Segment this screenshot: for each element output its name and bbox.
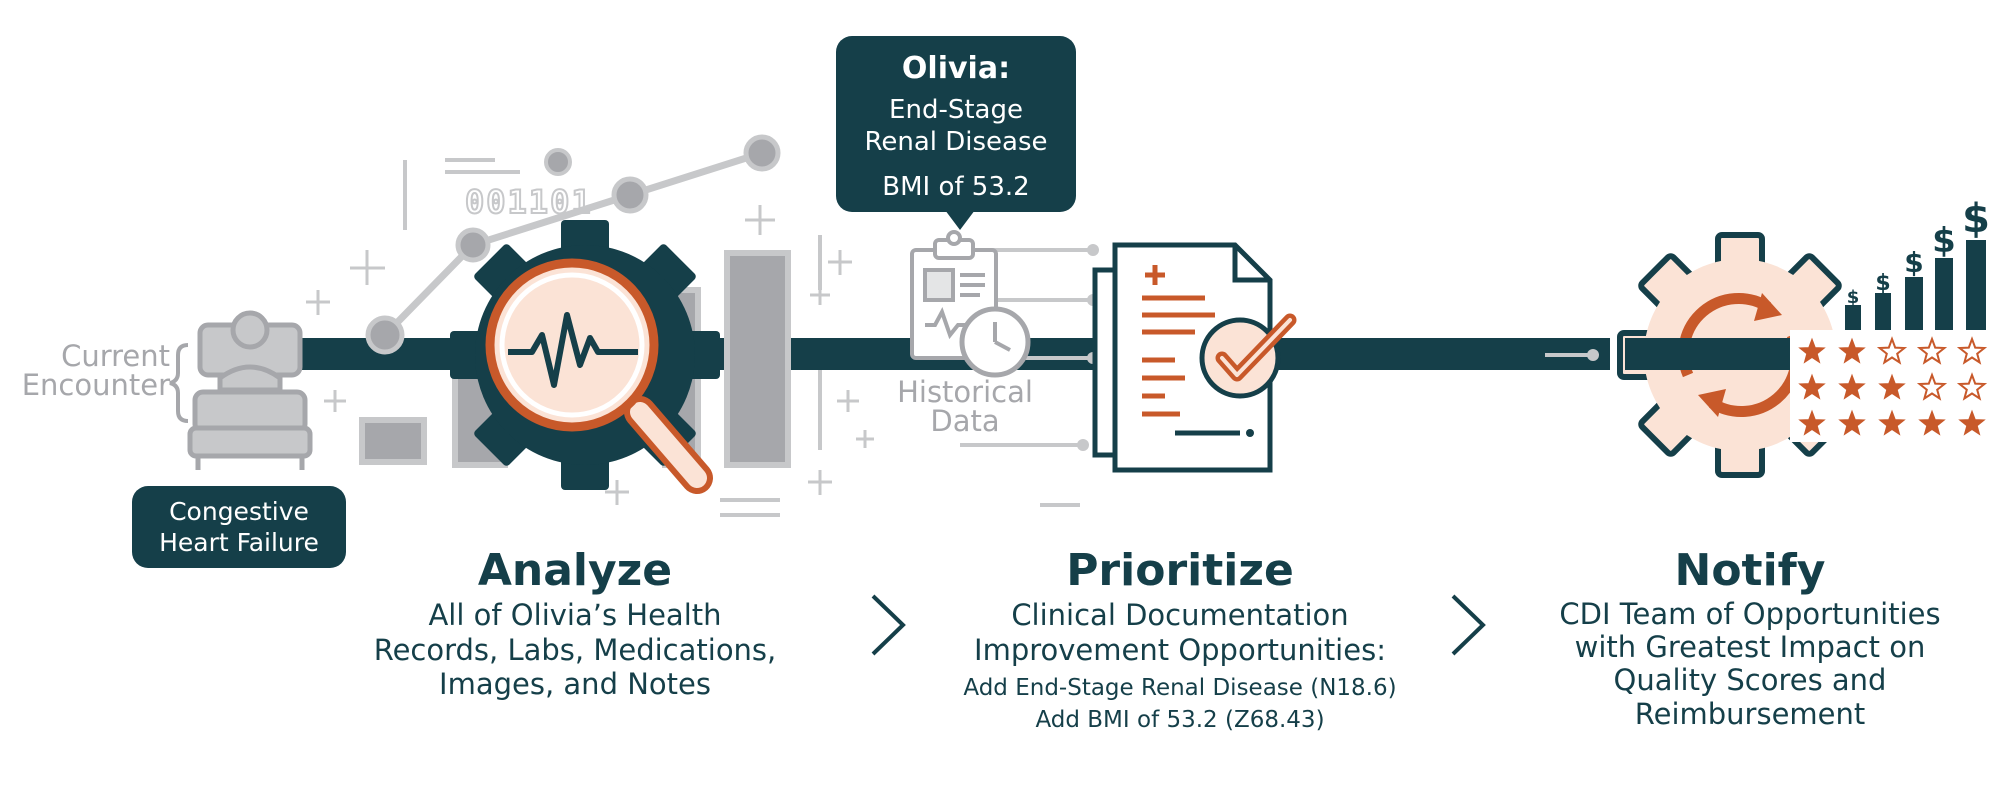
patient-condition-line-1: End-Stage [889,94,1023,125]
clock-icon [959,306,1031,378]
star-empty-icon [1956,336,1988,365]
star-filled-icon [1878,373,1906,400]
chevron-right-icon [871,594,906,656]
diagnosis-pill: Congestive Heart Failure [132,486,346,568]
step-notify-line-2: with Greatest Impact on [1574,630,1926,665]
star-rating-grid [1790,330,2000,442]
patient-name: Olivia: [901,51,1011,86]
star-empty-icon [1876,336,1908,365]
patient-info-bubble: Olivia: End-Stage Renal Disease BMI of 5… [836,36,1076,212]
step-analyze-line-3: Images, and Notes [439,667,711,702]
star-filled-icon [1798,373,1826,400]
step-analyze: Analyze All of Olivia’s Health Records, … [340,545,810,702]
heartbeat-pulse-icon [508,312,638,388]
svg-text:$: $ [1904,246,1923,279]
svg-text:$: $ [1847,287,1860,308]
step-notify-title: Notify [1674,545,1826,596]
star-empty-icon [1916,336,1948,365]
star-filled-icon [1878,409,1906,436]
step-prioritize-title: Prioritize [1066,545,1294,596]
svg-text:$: $ [1932,221,1956,261]
chevron-right-icon [1451,594,1486,656]
patient-condition-line-2: Renal Disease [864,127,1048,157]
historical-data-label: Historical Data [897,375,1033,438]
patient-bed-icon [187,310,313,470]
step-prioritize-line-2: Improvement Opportunities: [974,632,1386,667]
star-empty-icon [1956,372,1988,401]
star-filled-icon [1918,409,1946,436]
step-prioritize-line-1: Clinical Documentation [1011,597,1349,632]
step-notify-line-4: Reimbursement [1634,696,1866,731]
star-filled-icon [1798,337,1826,364]
dollar-sign-icons: $ $ $ $ $ [1847,196,1990,308]
star-filled-icon [1798,409,1826,436]
magnifier-icon [485,258,713,494]
svg-text:$: $ [1962,196,1990,242]
step-notify-line-1: CDI Team of Opportunities [1559,596,1941,631]
star-filled-icon [1838,337,1866,364]
sparkle-plus-icons [306,205,874,505]
step-prioritize: Prioritize Clinical Documentation Improv… [930,545,1430,735]
trend-line-chart [365,134,781,355]
encounter-brace [169,343,189,423]
step-analyze-line-2: Records, Labs, Medications, [373,632,777,667]
star-filled-icon [1958,409,1986,436]
step-analyze-line-1: All of Olivia’s Health [428,597,722,632]
patient-bmi-line: BMI of 53.2 [882,171,1030,202]
star-filled-icon [1838,409,1866,436]
step-notify-line-3: Quality Scores and [1613,663,1887,698]
current-encounter-label: Current Encounter [21,339,170,402]
step-prioritize-item-1: Add End-Stage Renal Disease (N18.6) [963,675,1397,702]
star-empty-icon [1916,372,1948,401]
notify-bar-overlay [1625,338,1795,370]
documents-icon [1092,242,1273,473]
reimbursement-bar-icons [1845,240,1986,330]
svg-text:$: $ [1875,271,1890,296]
step-analyze-title: Analyze [477,545,673,596]
patient-bubble-pointer [945,210,975,230]
star-filled-icon [1838,373,1866,400]
step-notify: Notify CDI Team of Opportunities with Gr… [1510,545,1990,731]
checkmark-badge-icon [1199,313,1297,399]
step-prioritize-item-2: Add BMI of 53.2 (Z68.43) [1035,706,1325,733]
